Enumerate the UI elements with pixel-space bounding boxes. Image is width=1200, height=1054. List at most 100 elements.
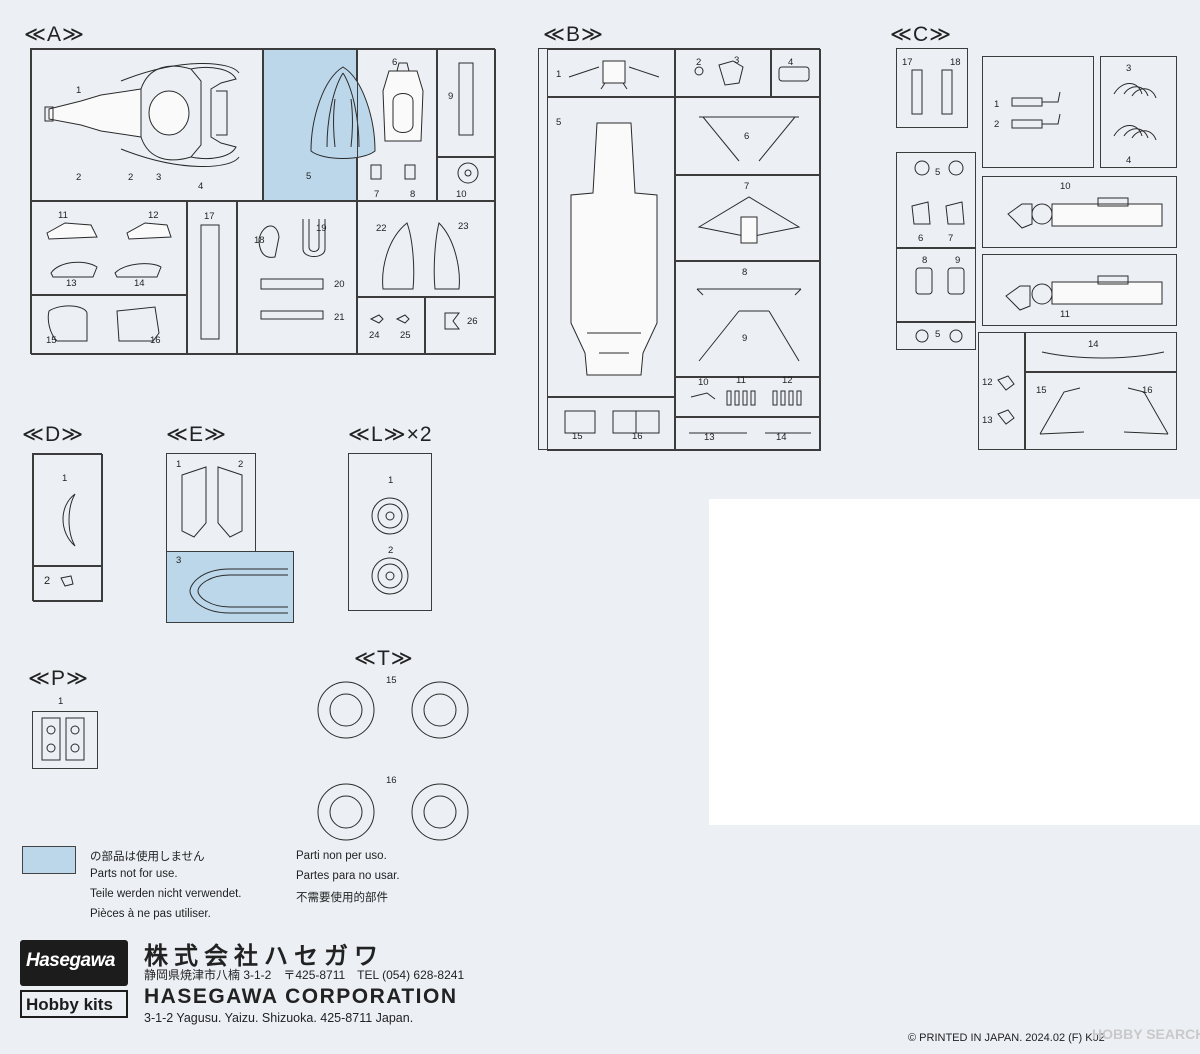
a-label-17: 17 xyxy=(204,211,215,222)
sprue-d-frame xyxy=(32,453,103,602)
sprue-a-frame xyxy=(30,48,496,355)
p-label-1: 1 xyxy=(58,696,64,707)
c-parts-3-4-exhaust xyxy=(1113,83,1157,141)
a-parts-7-8-drawing xyxy=(370,164,416,180)
a-part-10-cell xyxy=(437,157,496,201)
sprue-d-title: ≪D≫ xyxy=(22,423,85,446)
c-parts-5-7-cell xyxy=(896,152,976,248)
a-parts-11-14-cell xyxy=(31,201,187,295)
a-parts-22-23-drawing xyxy=(382,222,460,290)
c-parts-12-13-drawing xyxy=(997,375,1015,425)
a-parts-24-25-cell xyxy=(357,297,425,355)
e-part-3-drawing xyxy=(189,568,288,614)
t-tires-drawing xyxy=(317,681,469,841)
legend-en: Parts not for use. xyxy=(90,868,178,880)
a-parts-24-25-drawing xyxy=(369,314,410,324)
b-label-11: 11 xyxy=(736,375,746,386)
d-part-1-cell xyxy=(33,454,103,566)
a-label-16: 16 xyxy=(150,335,161,346)
c-label-15: 15 xyxy=(1036,385,1047,396)
b-label-16: 16 xyxy=(632,431,643,442)
a-label-18: 18 xyxy=(254,235,265,246)
l-wheels-drawing xyxy=(371,497,409,595)
c-part-14-cell xyxy=(1025,332,1177,372)
company-address-en: 3-1-2 Yagusu. Yaizu. Shizuoka. 425-8711 … xyxy=(144,1011,414,1025)
logo-text-bottom: Hobby kits xyxy=(26,995,113,1014)
b-label-12: 12 xyxy=(782,375,793,386)
b-part-1-drawing xyxy=(568,60,660,90)
b-label-7: 7 xyxy=(744,181,750,192)
a-parts-15-16-drawing xyxy=(47,305,160,342)
legend-zh: 不需要使用的部件 xyxy=(296,892,388,904)
c-label-7: 7 xyxy=(948,233,954,244)
b-label-4: 4 xyxy=(788,57,794,68)
t-label-16: 16 xyxy=(386,775,397,786)
b-part-6-drawing xyxy=(699,116,799,162)
a-part-26-drawing xyxy=(444,312,460,330)
b-part-4-cell xyxy=(771,49,821,97)
c-label-18: 18 xyxy=(950,57,961,68)
a-label-12: 12 xyxy=(148,210,159,221)
b-part-5-cell xyxy=(547,97,675,397)
legend-unused-swatch xyxy=(22,846,76,874)
a-label-9: 9 xyxy=(448,91,454,102)
sprue-c-title: ≪C≫ xyxy=(890,23,953,46)
b-label-5: 5 xyxy=(556,117,562,128)
company-address-ja: 静岡県焼津市八楠 3-1-2 〒425-8711 TEL (054) 628-8… xyxy=(144,968,465,982)
c-parts-5-7-drawing xyxy=(911,160,965,225)
d-label-1: 1 xyxy=(62,473,68,484)
e-label-2: 2 xyxy=(238,459,244,470)
a-label-26: 26 xyxy=(467,316,478,327)
a-part-9-drawing xyxy=(458,62,474,136)
c-parts-1-2-drawing xyxy=(1011,91,1061,129)
l-label-2: 2 xyxy=(388,545,394,556)
c-label-9: 9 xyxy=(955,255,961,266)
e-label-3: 3 xyxy=(176,555,182,566)
logo-text-top: Hasegawa xyxy=(26,950,115,971)
b-label-13: 13 xyxy=(704,432,715,443)
a-label-14: 14 xyxy=(134,278,145,289)
c-label-5b: 5 xyxy=(935,329,941,340)
a-label-8: 8 xyxy=(410,189,416,200)
c-label-12: 12 xyxy=(982,377,993,388)
printed-note: © PRINTED IN JAPAN. 2024.02 (F) K02 xyxy=(908,1032,1105,1044)
d-part-1-drawing xyxy=(62,493,76,547)
legend-it: Parti non per uso. xyxy=(296,850,387,862)
b-label-14: 14 xyxy=(776,432,787,443)
b-parts-2-3-cell xyxy=(675,49,771,97)
c-parts-8-9-drawing xyxy=(915,267,965,295)
b-part-4-drawing xyxy=(778,66,810,82)
b-label-9: 9 xyxy=(742,333,748,344)
a-label-1: 1 xyxy=(76,85,82,96)
c-part-5b-drawing xyxy=(915,329,963,343)
c-part-11-engine xyxy=(1005,275,1163,311)
p-part-drawing xyxy=(41,717,85,761)
a-label-2: 2 xyxy=(76,172,82,183)
a-label-20: 20 xyxy=(334,279,345,290)
b-label-1: 1 xyxy=(556,69,562,80)
c-label-1: 1 xyxy=(994,99,1000,110)
hasegawa-logo: Hasegawa Hobby kits xyxy=(20,940,128,1020)
b-parts-10-12-cell xyxy=(675,377,821,417)
a-part-10-steering-wheel xyxy=(457,162,479,184)
a-parts-22-23-cell xyxy=(357,201,496,297)
blank-panel xyxy=(709,499,1200,825)
a-label-11: 11 xyxy=(58,210,68,221)
b-parts-8-9-drawing xyxy=(696,288,802,362)
sprue-a-title: ≪A≫ xyxy=(24,23,85,46)
sprue-l-frame xyxy=(348,453,432,611)
c-label-11: 11 xyxy=(1060,309,1070,320)
company-name-en: HASEGAWA CORPORATION xyxy=(144,985,458,1008)
a-parts-6-8-cell xyxy=(357,49,437,201)
b-label-2: 2 xyxy=(696,57,702,68)
a-label-4: 4 xyxy=(198,181,204,192)
a-parts-15-16-cell xyxy=(31,295,187,355)
a-part-6-drawing xyxy=(382,62,424,142)
sprue-c-frame xyxy=(890,48,1177,450)
c-label-2: 2 xyxy=(994,119,1000,130)
c-label-13: 13 xyxy=(982,415,993,426)
b-label-15: 15 xyxy=(572,431,583,442)
c-label-5: 5 xyxy=(935,167,941,178)
c-label-17: 17 xyxy=(902,57,913,68)
legend-fr: Pièces à ne pas utiliser. xyxy=(90,908,211,920)
